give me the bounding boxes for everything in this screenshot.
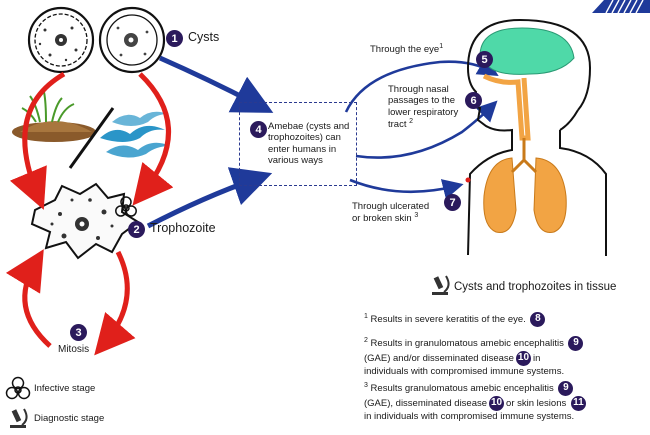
- note-3-badge: 11: [570, 396, 586, 411]
- badge-entry: 4: [250, 121, 267, 138]
- note-2-sup: 2: [364, 336, 368, 344]
- arrow-trophozoite-to-entry: [146, 167, 273, 229]
- arrow-mitosis-to-trophozoite: [5, 249, 52, 348]
- legend-biohazard-icon: [5, 376, 31, 400]
- badge-cysts: 1: [166, 30, 183, 47]
- badge-skin: 7: [444, 194, 461, 211]
- note-2-line: individuals with compromised immune syst…: [364, 366, 565, 377]
- entry-box: [239, 102, 357, 186]
- legend-infective: Infective stage: [34, 383, 96, 394]
- note-1-badge: 8: [530, 312, 546, 327]
- badge-trophozoite: 2: [128, 221, 145, 238]
- note-2-line: Results in granulomatous amebic encephal…: [370, 338, 564, 350]
- note-3-line: Results granulomatous amebic encephaliti…: [370, 383, 554, 395]
- route-nasal-line: tract: [388, 119, 407, 131]
- arrow-to-nasal: [355, 100, 498, 159]
- route-eye-sup: 1: [439, 43, 444, 50]
- arrow-trophozoite-to-mitosis: [94, 250, 136, 356]
- arrow-to-eye: [344, 56, 499, 113]
- cyst-left-icon: [27, 6, 95, 74]
- label-tissue: Cysts and trophozoites in tissue: [454, 281, 617, 293]
- arrow-cyst-to-trophozoite-right: [132, 72, 174, 206]
- route-skin-line: Through ulcerated: [352, 201, 430, 212]
- note-3: 3 Results granulomatous amebic encephali…: [364, 381, 588, 423]
- route-eye-text: Through the eye: [370, 44, 440, 56]
- note-3-line: (GAE), disseminated disease: [364, 398, 488, 410]
- note-3-badge: 10: [489, 396, 505, 411]
- route-nasal-line: Through nasal: [388, 84, 449, 95]
- label-mitosis: Mitosis: [58, 344, 90, 355]
- route-nasal-sup: 2: [409, 118, 414, 126]
- biohazard-icon: [115, 196, 137, 217]
- note-2-line: in: [532, 353, 541, 365]
- arrow-cyst-to-trophozoite-left: [9, 71, 66, 210]
- route-nasal-line: passages to the: [388, 95, 456, 107]
- note-2-badge: 9: [568, 336, 584, 351]
- arrow-cysts-to-entry: [158, 55, 274, 113]
- note-3-sup: 3: [364, 381, 368, 389]
- note-2: 2 Results in granulomatous amebic enceph…: [364, 336, 585, 378]
- entry-line: trophozoites) can: [268, 132, 341, 144]
- arrow-to-skin: [349, 178, 464, 200]
- note-3-line: or skin lesions: [506, 398, 567, 410]
- legend-diagnostic: Diagnostic stage: [34, 413, 105, 424]
- route-skin-sup: 3: [414, 212, 419, 220]
- trophozoite-icon: [30, 182, 140, 260]
- note-2-line: (GAE) and/or disseminated disease: [364, 353, 514, 365]
- badge-nasal: 6: [465, 92, 482, 109]
- cyst-right-icon: [98, 6, 166, 74]
- label-route-skin: Through ulcerated or broken skin 3: [352, 201, 429, 225]
- label-route-nasal: Through nasal passages to the lower resp…: [388, 84, 458, 131]
- human-head-torso-icon: [466, 19, 607, 256]
- note-1-sup: 1: [364, 312, 368, 320]
- logo-stripes-icon: [592, 0, 650, 14]
- route-nasal-line: lower respiratory: [388, 106, 459, 118]
- note-2-badge: 10: [515, 351, 531, 366]
- entry-line: enter humans in: [268, 143, 337, 155]
- note-1: 1 Results in severe keratitis of the eye…: [364, 312, 547, 327]
- label-entry: Amebae (cysts and trophozoites) can ente…: [268, 121, 356, 167]
- divider-slash: [68, 107, 115, 169]
- water-waves-icon: [100, 111, 170, 158]
- entry-line: various ways: [268, 155, 323, 167]
- label-cysts: Cysts: [188, 30, 220, 44]
- label-route-eye: Through the eye1: [370, 43, 443, 56]
- note-3-badge: 9: [558, 381, 574, 396]
- skin-lesion-icon: [465, 177, 471, 183]
- microscope-icon: [432, 275, 450, 295]
- nasal-airway-icon: [482, 73, 531, 141]
- label-trophozoite: Trophozoite: [150, 221, 216, 235]
- badge-eye: 5: [476, 51, 493, 68]
- note-1-text: Results in severe keratitis of the eye.: [370, 314, 526, 326]
- legend-microscope-icon: [10, 408, 28, 428]
- badge-mitosis: 3: [70, 324, 87, 341]
- route-skin-line: or broken skin: [352, 213, 412, 225]
- lungs-icon: [483, 138, 567, 234]
- note-3-line: in individuals with compromised immune s…: [364, 411, 575, 422]
- entry-line: Amebae (cysts and: [268, 121, 350, 132]
- brain-icon: [479, 27, 575, 75]
